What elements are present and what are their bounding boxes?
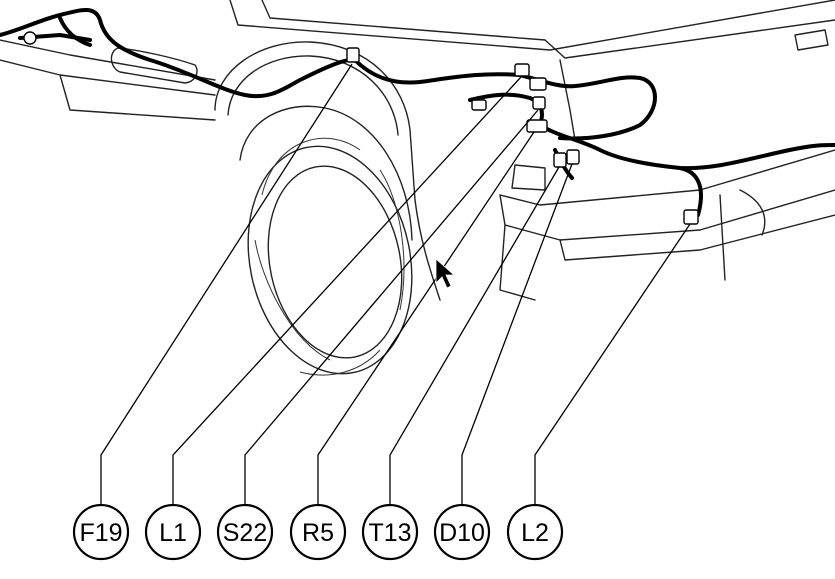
connector-d10 [566, 149, 580, 165]
connector-clip [471, 99, 487, 111]
label-s22: S22 [216, 503, 274, 561]
leader-l2 [534, 223, 691, 510]
label-s22-text: S22 [223, 519, 267, 547]
connector-labels: F19 L1 S22 R5 T13 D10 L2 [72, 503, 564, 561]
label-f19: F19 [72, 503, 130, 561]
leader-f19 [100, 63, 353, 510]
mouse-cursor-icon [435, 258, 456, 289]
wiring-harness [0, 8, 835, 217]
leader-l1 [172, 76, 522, 510]
connector-extra [529, 77, 547, 91]
label-d10: D10 [433, 503, 491, 561]
label-r5-text: R5 [302, 519, 334, 547]
label-t13-text: T13 [368, 519, 411, 547]
label-l2-text: L2 [521, 519, 549, 547]
label-r5: R5 [289, 503, 347, 561]
vehicle-body-outline [0, 0, 835, 301]
label-f19-text: F19 [79, 519, 122, 547]
leader-t13 [389, 166, 560, 510]
ground-point [23, 31, 37, 45]
leader-s22 [244, 109, 539, 510]
connector-l1 [514, 63, 530, 77]
label-l2: L2 [506, 503, 564, 561]
rear-wheel [214, 41, 441, 376]
label-t13: T13 [361, 503, 419, 561]
connector-s22 [532, 96, 546, 110]
connector-f19 [346, 47, 360, 63]
leader-r5 [317, 131, 535, 510]
connector-t13 [553, 152, 567, 168]
label-l1-text: L1 [159, 519, 187, 547]
connector-r5 [526, 119, 548, 133]
connector-markers [23, 31, 699, 225]
leader-lines [100, 63, 691, 510]
label-l1: L1 [144, 503, 202, 561]
connector-l2 [683, 209, 699, 225]
leader-d10 [461, 163, 573, 510]
label-d10-text: D10 [439, 519, 485, 547]
